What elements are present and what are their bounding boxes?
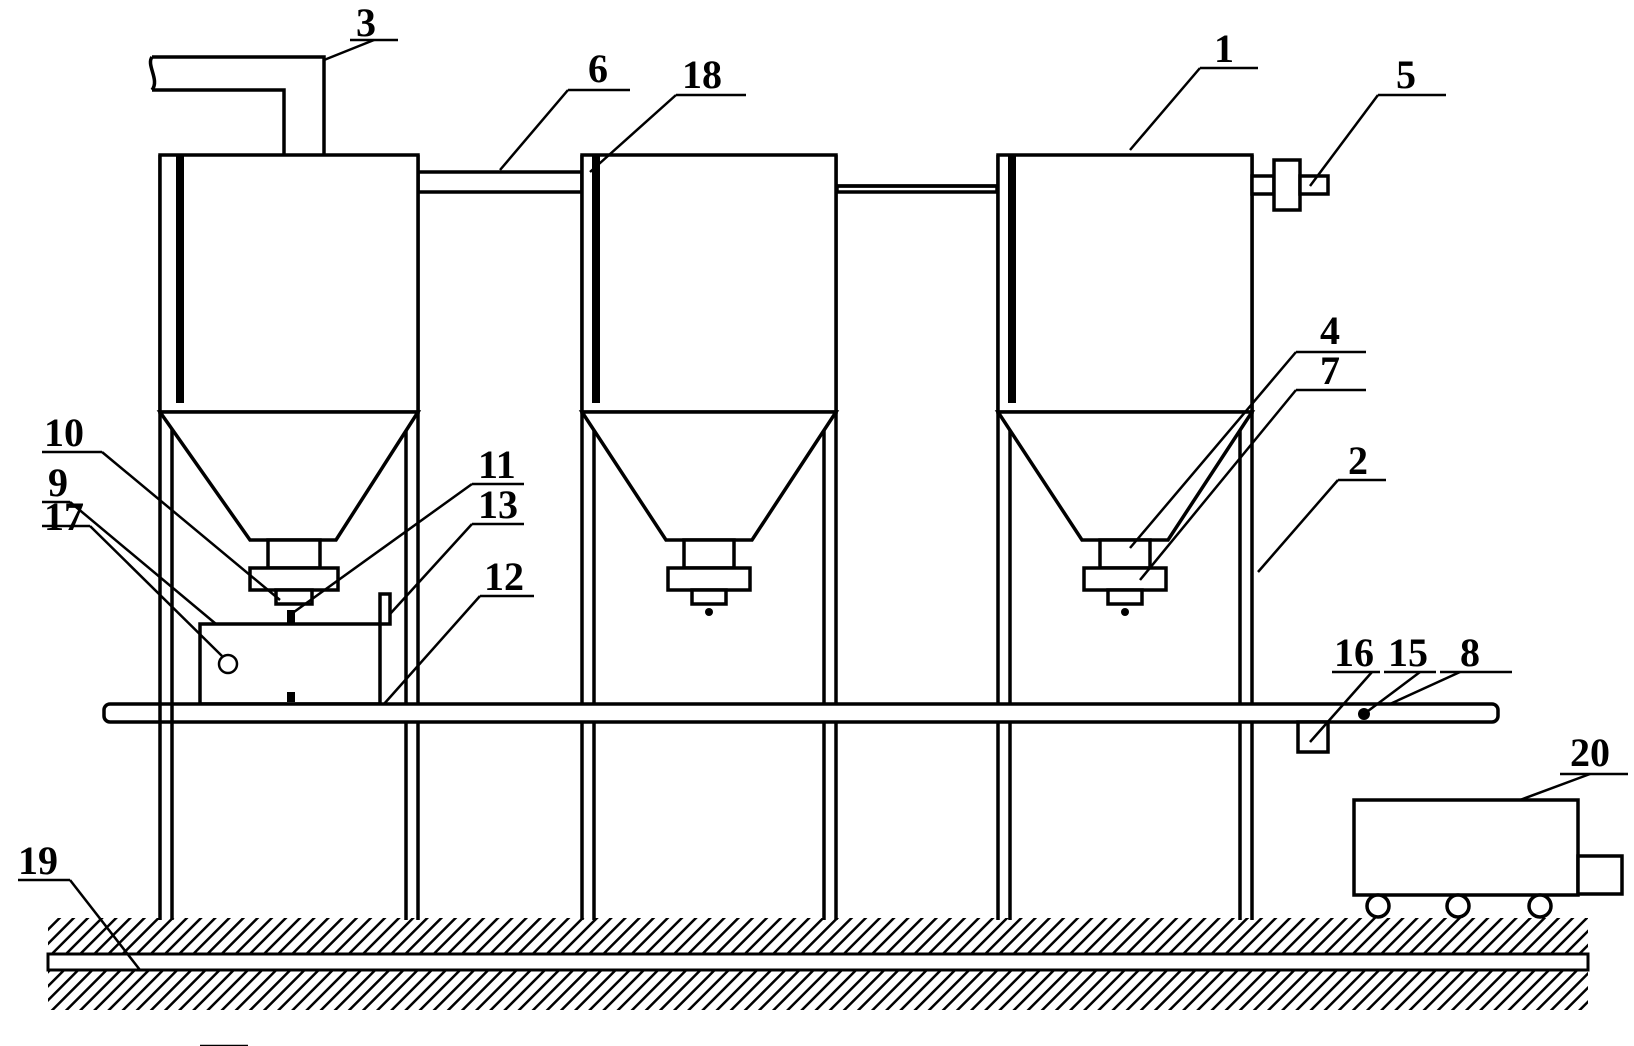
label-4: 4 <box>1320 308 1340 353</box>
label-2: 2 <box>1348 438 1368 483</box>
label-15: 15 <box>1388 630 1428 675</box>
label-11: 11 <box>478 442 516 487</box>
conveyor-beam <box>102 702 1500 754</box>
label-10: 10 <box>44 410 84 455</box>
label-5: 5 <box>1396 52 1416 97</box>
label-17: 17 <box>44 494 84 539</box>
label-6: 6 <box>588 46 608 91</box>
label-1: 1 <box>1214 26 1234 71</box>
transport-cart <box>1352 798 1624 919</box>
feed-pipe <box>148 55 326 155</box>
label-16: 16 <box>1334 630 1374 675</box>
label-12: 12 <box>484 554 524 599</box>
part-labels: 3 6 18 1 5 4 7 2 16 15 8 20 19 10 9 17 1… <box>18 0 1610 883</box>
label-3: 3 <box>356 0 376 45</box>
label-20: 20 <box>1570 730 1610 775</box>
silo-left <box>156 153 422 920</box>
ground <box>46 918 1590 1010</box>
label-8: 8 <box>1460 630 1480 675</box>
label-9: 9 <box>48 460 68 505</box>
silo-right <box>994 153 1256 920</box>
leader-lines <box>18 38 1628 1046</box>
label-13: 13 <box>478 482 518 527</box>
weighing-box <box>198 592 392 706</box>
label-7: 7 <box>1320 348 1340 393</box>
valve <box>1250 158 1330 212</box>
silo-middle <box>578 153 840 920</box>
label-18: 18 <box>682 52 722 97</box>
label-19: 19 <box>18 838 58 883</box>
